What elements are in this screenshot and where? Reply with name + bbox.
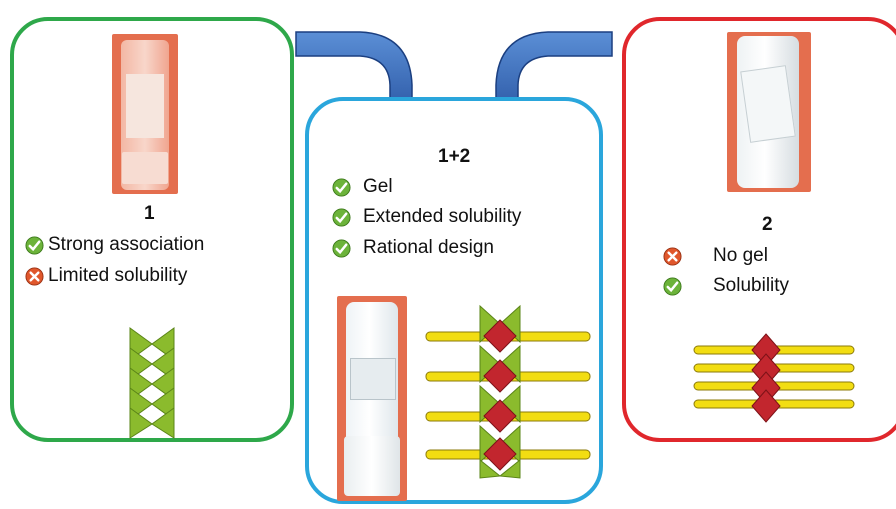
cross-icon [25,266,44,286]
stacked-triangles-graphic [129,327,175,439]
check-icon [332,238,351,258]
feature-text: Extended solubility [363,206,522,227]
vial-photo-1-2 [337,296,407,501]
feature-no-gel: No gel [663,245,768,267]
feature-text: No gel [713,245,768,266]
feature-limited-solubility: Limited solubility [25,265,187,287]
compound-1-label: 1 [144,203,155,224]
no-gel-assembly-graphic [693,333,855,423]
feature-extended-solubility: Extended solubility [332,206,521,228]
vial-photo-2 [727,32,811,192]
feature-text: Limited solubility [48,265,188,286]
cross-icon [663,246,682,266]
feature-text: Solubility [713,275,790,296]
check-icon [332,177,351,197]
compound-1-2-label: 1+2 [438,146,471,167]
feature-text: Strong association [48,234,205,255]
compound-2-label: 2 [762,214,773,235]
feature-strong-association: Strong association [25,234,204,256]
feature-gel: Gel [332,176,393,198]
feature-rational-design: Rational design [332,237,494,259]
check-icon [663,276,682,296]
gel-assembly-graphic [425,304,591,479]
feature-text: Gel [363,176,393,197]
feature-solubility: Solubility [663,275,789,297]
check-icon [25,235,44,255]
vial-photo-1 [112,34,178,194]
feature-text: Rational design [363,237,494,258]
check-icon [332,207,351,227]
